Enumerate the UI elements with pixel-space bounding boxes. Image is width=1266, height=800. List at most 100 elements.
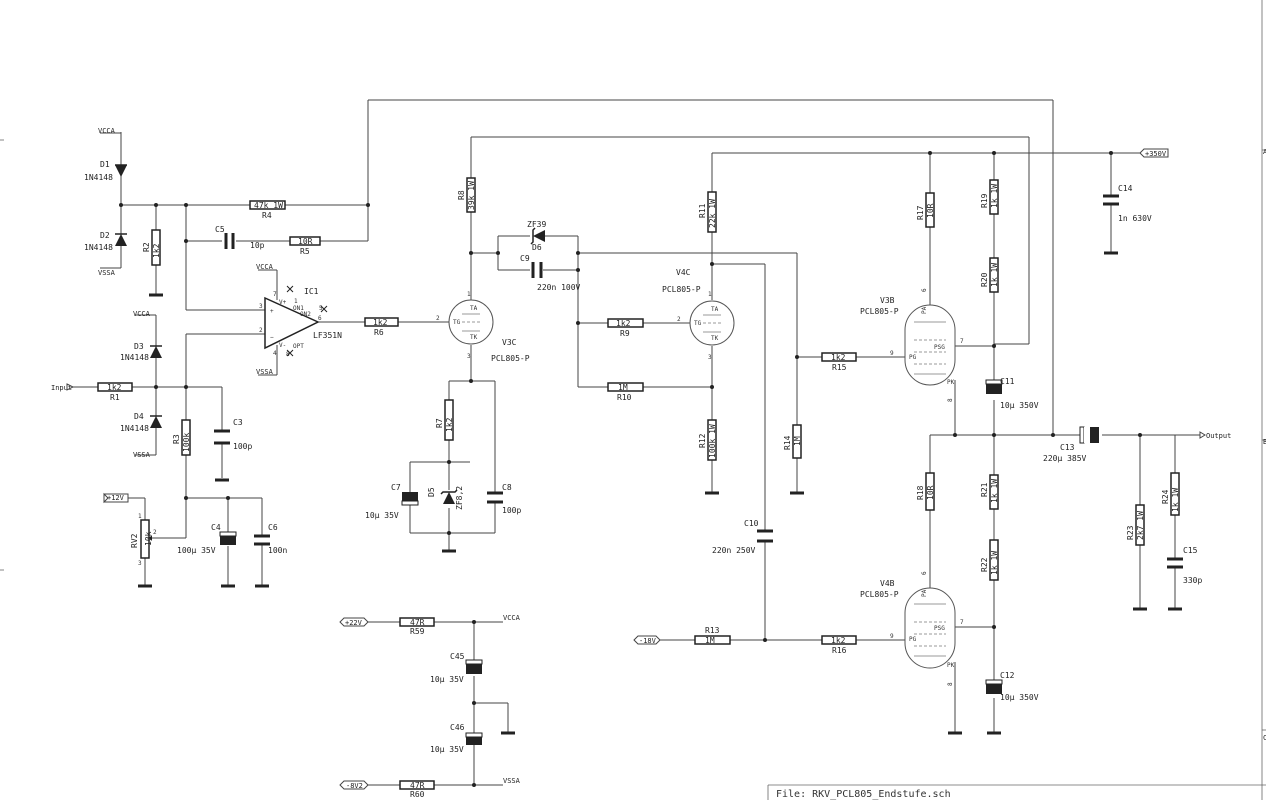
border-marker-a: A: [1263, 148, 1266, 156]
svg-text:1n 630V: 1n 630V: [1118, 214, 1152, 223]
svg-text:R1: R1: [110, 393, 120, 402]
svg-text:R18: R18: [916, 485, 925, 500]
svg-text:PSG: PSG: [934, 344, 945, 351]
svg-text:1k 1W: 1k 1W: [990, 551, 999, 575]
resistor-r2: 1k2 R2: [142, 229, 161, 266]
port-input: Input: [51, 383, 75, 392]
net-vssa-d4: VSSA: [133, 451, 151, 459]
svg-text:1N4148: 1N4148: [120, 424, 149, 433]
svg-text:1N4148: 1N4148: [84, 173, 113, 182]
svg-text:22k 1W: 22k 1W: [708, 199, 717, 228]
svg-text:R17: R17: [916, 205, 925, 220]
svg-text:1: 1: [138, 513, 142, 520]
svg-text:R23: R23: [1126, 525, 1135, 540]
svg-text:1k2: 1k2: [373, 318, 388, 327]
resistor-r4: 47k 1W R4: [249, 200, 286, 220]
svg-text:PCL805-P: PCL805-P: [491, 354, 530, 363]
net-vcca-d3: VCCA: [133, 310, 151, 318]
resistor-r21: 1k 1W R21: [980, 474, 999, 510]
net-vcca-ic: VCCA: [256, 263, 274, 271]
svg-text:TA: TA: [470, 305, 478, 312]
svg-text:R24: R24: [1161, 489, 1170, 504]
svg-text:100k: 100k: [182, 433, 191, 452]
svg-text:Input: Input: [51, 384, 72, 392]
svg-text:-18V: -18V: [639, 637, 657, 645]
svg-text:C11: C11: [1000, 377, 1015, 386]
capacitor-c13: C13 220µ 385V: [1043, 426, 1099, 463]
capacitor-c8: C8 100p: [487, 483, 521, 515]
svg-text:ZF8,2: ZF8,2: [455, 486, 464, 510]
svg-text:1M: 1M: [705, 636, 715, 645]
svg-text:R10: R10: [617, 393, 632, 402]
svg-text:TG: TG: [453, 319, 461, 326]
svg-text:3: 3: [259, 303, 263, 310]
svg-text:+350V: +350V: [1145, 150, 1167, 158]
svg-text:1k2: 1k2: [831, 636, 846, 645]
svg-text:100k 1W: 100k 1W: [708, 424, 717, 458]
svg-text:10µ 350V: 10µ 350V: [1000, 401, 1039, 410]
svg-text:2: 2: [677, 316, 681, 323]
svg-text:+12V: +12V: [107, 494, 125, 502]
svg-text:3: 3: [467, 353, 471, 360]
svg-text:220µ 385V: 220µ 385V: [1043, 454, 1087, 463]
svg-text:PG: PG: [909, 636, 917, 643]
svg-text:R20: R20: [980, 272, 989, 287]
svg-text:100µ 35V: 100µ 35V: [177, 546, 216, 555]
svg-text:C4: C4: [211, 523, 221, 532]
svg-text:10µ 350V: 10µ 350V: [1000, 693, 1039, 702]
capacitor-c14: C14 1n 630V: [1103, 184, 1152, 223]
junctions: [119, 151, 1142, 787]
svg-text:PCL805-P: PCL805-P: [860, 307, 899, 316]
svg-text:8: 8: [947, 682, 954, 686]
svg-text:330p: 330p: [1183, 576, 1202, 585]
capacitor-c3: C3 100p: [214, 418, 252, 451]
capacitor-c11: C11 10µ 350V: [985, 377, 1039, 410]
capacitor-c46: C46 10µ 35V: [430, 723, 483, 754]
port-plus350v: +350V: [1139, 148, 1169, 158]
resistor-r5: 10R R5: [289, 236, 321, 256]
svg-text:C7: C7: [391, 483, 401, 492]
svg-text:2: 2: [259, 327, 263, 334]
resistor-r17: 10R R17: [916, 192, 935, 228]
svg-text:V+: V+: [279, 299, 287, 306]
resistor-r60: 47R R60: [399, 780, 435, 799]
resistor-r6: 1k2 R6: [364, 317, 399, 337]
svg-text:R12: R12: [698, 433, 707, 448]
svg-text:100n: 100n: [268, 546, 287, 555]
svg-text:D4: D4: [134, 412, 144, 421]
zener-d6: D6 ZF39: [527, 220, 546, 252]
svg-text:TA: TA: [711, 306, 719, 313]
svg-text:D3: D3: [134, 342, 144, 351]
svg-text:D1: D1: [100, 160, 110, 169]
resistor-r10: 1M R10: [607, 382, 644, 402]
svg-text:R5: R5: [300, 247, 310, 256]
svg-text:10k: 10k: [144, 531, 153, 546]
net-vssa-supply: VSSA: [503, 777, 521, 785]
opamp-ic1: + − 3 2 7 4 6 5 8 1 V+ V- ON1 ON2 OPT IC…: [259, 285, 342, 358]
net-labels: VCCA VSSA VCCA VSSA VCCA VSSA VCCA VSSA …: [51, 127, 1231, 790]
svg-text:R2: R2: [142, 242, 151, 252]
svg-text:R14: R14: [783, 435, 792, 450]
svg-text:IC1: IC1: [304, 287, 319, 296]
svg-text:C13: C13: [1060, 443, 1075, 452]
svg-text:ZF39: ZF39: [527, 220, 546, 229]
resistor-r12: 100k 1W R12: [698, 419, 717, 461]
svg-text:V3B: V3B: [880, 296, 895, 305]
svg-text:D2: D2: [100, 231, 110, 240]
resistor-r18: 10R R18: [916, 472, 935, 511]
svg-text:1k2: 1k2: [831, 353, 846, 362]
svg-text:10R: 10R: [926, 485, 935, 500]
capacitor-c4: C4 100µ 35V: [177, 523, 237, 555]
svg-text:1k2: 1k2: [445, 417, 454, 432]
svg-text:R13: R13: [705, 626, 720, 635]
svg-text:C5: C5: [215, 225, 225, 234]
resistor-r11: 22k 1W R11: [698, 191, 717, 233]
svg-text:7: 7: [273, 291, 277, 298]
svg-text:C12: C12: [1000, 671, 1015, 680]
svg-text:TK: TK: [711, 335, 719, 342]
port-output: Output: [1199, 431, 1231, 440]
svg-text:D5: D5: [427, 487, 436, 497]
svg-text:10µ 35V: 10µ 35V: [430, 675, 464, 684]
